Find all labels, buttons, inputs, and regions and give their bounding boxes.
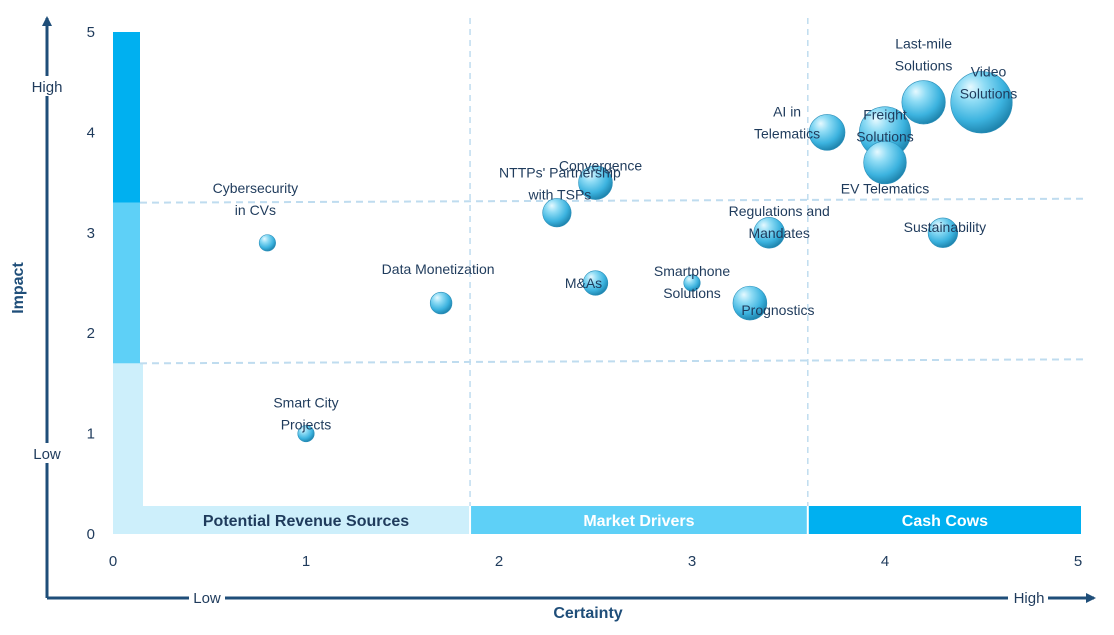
y-axis-title: Impact <box>10 262 27 314</box>
x-axis-low-bg <box>189 589 225 607</box>
x-tick-label: 2 <box>495 553 503 570</box>
x-tick-label: 3 <box>688 553 696 570</box>
bubble-label: Prognostics <box>741 302 814 318</box>
y-axis-low-label: Low <box>33 446 61 463</box>
bubble-point <box>901 80 946 125</box>
y-tick-label: 3 <box>87 225 95 242</box>
x-axis-high-label: High <box>1014 590 1045 607</box>
bubble-point <box>258 234 276 252</box>
bubble-label: Sustainability <box>904 219 987 235</box>
x-tick-label: 1 <box>302 553 310 570</box>
bubble-point <box>808 114 846 151</box>
band-2 <box>471 506 807 534</box>
band-label: Potential Revenue Sources <box>203 513 409 530</box>
impact-bar-segment <box>113 202 140 364</box>
bubble-point <box>582 270 609 296</box>
y-axis-high-bg <box>30 76 64 96</box>
x-tick-label: 5 <box>1074 553 1082 570</box>
y-tick-label: 4 <box>87 124 95 141</box>
y-axis-low-bg <box>30 443 64 463</box>
bubble-label: Convergence <box>559 158 642 174</box>
impact-bar-segment <box>113 32 140 203</box>
y-tick-label: 5 <box>87 24 95 41</box>
bubble-label: M&As <box>565 275 602 291</box>
bubble-point <box>732 285 768 321</box>
bubble-label: Data Monetization <box>382 261 495 277</box>
x-axis-title: Certainty <box>553 605 622 622</box>
bubble-point <box>927 217 959 248</box>
x-tick-label: 4 <box>881 553 889 570</box>
y-tick-label: 2 <box>87 325 95 342</box>
bubble-point <box>297 425 315 443</box>
band-3 <box>808 506 1081 534</box>
y-tick-label: 0 <box>87 526 95 543</box>
y-axis-high-label: High <box>32 79 63 96</box>
band-label: Cash Cows <box>902 513 988 530</box>
bubble-point <box>950 71 1013 134</box>
x-axis-high-bg <box>1008 589 1048 607</box>
band-1 <box>113 506 470 534</box>
bubble-point <box>753 217 785 249</box>
bubble-point <box>683 274 701 292</box>
bubble-label: EV Telematics <box>841 181 929 197</box>
x-axis-low-label: Low <box>193 590 221 607</box>
band-label: Market Drivers <box>583 513 694 530</box>
bubble-point <box>429 291 453 315</box>
bubble-point <box>578 165 613 200</box>
bubble-point <box>863 140 907 185</box>
impact-bar-low <box>113 363 143 534</box>
horizontal-divider <box>139 358 1089 365</box>
horizontal-divider <box>139 197 1089 204</box>
x-tick-label: 0 <box>109 553 117 570</box>
bubble-point <box>542 198 572 228</box>
y-tick-label: 1 <box>87 426 95 443</box>
